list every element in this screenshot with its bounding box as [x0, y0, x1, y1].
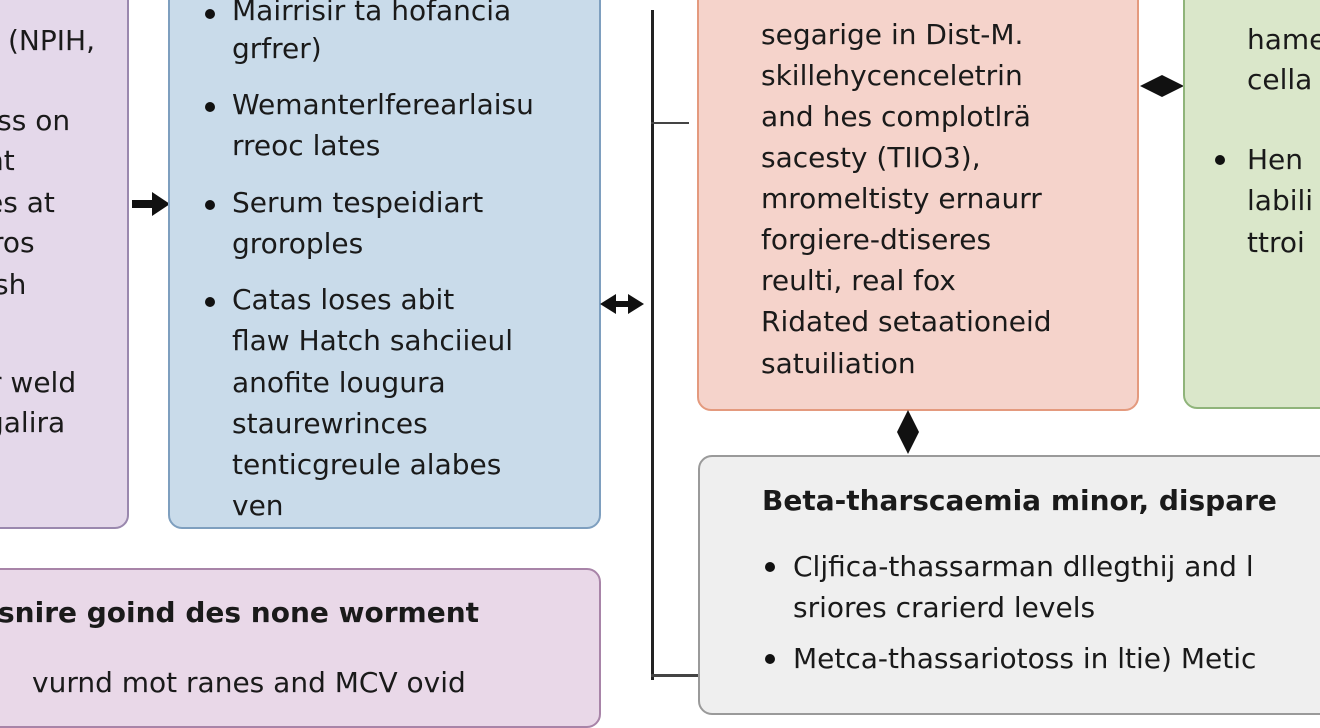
- text-line: Catas loses abit: [232, 283, 455, 316]
- text-line: and hes complotlrä: [761, 100, 1031, 133]
- text-line: (NPIH,: [8, 24, 95, 57]
- text-line: segarige in Dist-M.: [761, 18, 1024, 51]
- bullet-dot: [205, 102, 215, 112]
- text-line: sacesty (TIIO3),: [761, 141, 981, 174]
- bullet-dot: [205, 200, 215, 210]
- text-line: staurewrinces: [232, 407, 428, 440]
- box-title: Beta-tharscaemia minor, dispare: [762, 484, 1277, 517]
- text-line: sh: [0, 268, 27, 301]
- text-line: sriores crarierd levels: [793, 591, 1096, 624]
- connector-line: [651, 10, 654, 680]
- connector-line: [651, 122, 689, 124]
- text-line: tenticgreule alabes: [232, 448, 502, 481]
- vertical-diamond-connector-icon: [897, 410, 919, 454]
- text-line: nt: [0, 144, 15, 177]
- mauve-box: snire goind des none worment vurnd mot r…: [0, 568, 601, 728]
- text-line: cella: [1247, 63, 1313, 96]
- bullet-dot: [765, 562, 775, 572]
- text-line: Ridated setaationeid: [761, 305, 1052, 338]
- text-line: reulti, real fox: [761, 264, 956, 297]
- text-line: ass on: [0, 104, 71, 137]
- bullet-dot: [1215, 155, 1225, 165]
- text-line: anofite lougura: [232, 366, 446, 399]
- text-line: labili: [1247, 184, 1314, 217]
- text-line: forgiere-dtiseres: [761, 223, 992, 256]
- text-line: Metca-thassariotoss in ltie) Metic: [793, 642, 1257, 675]
- box-title: snire goind des none worment: [0, 596, 480, 629]
- gray-box: Beta-tharscaemia minor, dispare Cljfica-…: [698, 455, 1320, 715]
- text-line: hame: [1247, 23, 1320, 56]
- text-line: ros: [0, 226, 35, 259]
- green-box: hame cella Hen labili ttroi: [1183, 0, 1320, 409]
- text-line: ttroi: [1247, 226, 1305, 259]
- text-line: Hen: [1247, 143, 1304, 176]
- bullet-dot: [205, 9, 215, 19]
- text-line: Cljfica-thassarman dllegthij and l: [793, 550, 1254, 583]
- text-line: grfrer): [232, 32, 322, 65]
- left-purple-box: (NPIH, y ass on nt es at ros sh r weld g…: [0, 0, 129, 529]
- text-line: r weld: [0, 366, 77, 399]
- diamond-connector-icon: [1140, 75, 1184, 97]
- bullet-dot: [765, 654, 775, 664]
- text-line: Mairrisir ta hofancia: [232, 0, 512, 27]
- blue-box: Mairrisir ta hofancia grfrer) Wemanterlf…: [168, 0, 601, 529]
- text-line: ven: [232, 489, 284, 522]
- text-line: galira: [0, 406, 66, 439]
- bullet-dot: [205, 297, 215, 307]
- text-line: groroples: [232, 227, 364, 260]
- right-arrow-icon: [132, 192, 170, 216]
- text-line: rreoc lates: [232, 129, 381, 162]
- text-line: es at: [0, 186, 55, 219]
- text-line: Wemanterlferearlaisu: [232, 88, 534, 121]
- text-line: mromeltisty ernaurr: [761, 182, 1042, 215]
- text-line: vurnd mot ranes and MCV ovid: [32, 666, 466, 699]
- connector-line: [651, 674, 699, 677]
- pink-box: segarige in Dist-M. skillehycenceletrin …: [697, 0, 1139, 411]
- double-arrow-icon: [600, 294, 644, 314]
- text-line: Serum tespeidiart: [232, 186, 484, 219]
- text-line: skillehycenceletrin: [761, 59, 1023, 92]
- text-line: flaw Hatch sahciieul: [232, 324, 514, 357]
- text-line: satuiliation: [761, 347, 916, 380]
